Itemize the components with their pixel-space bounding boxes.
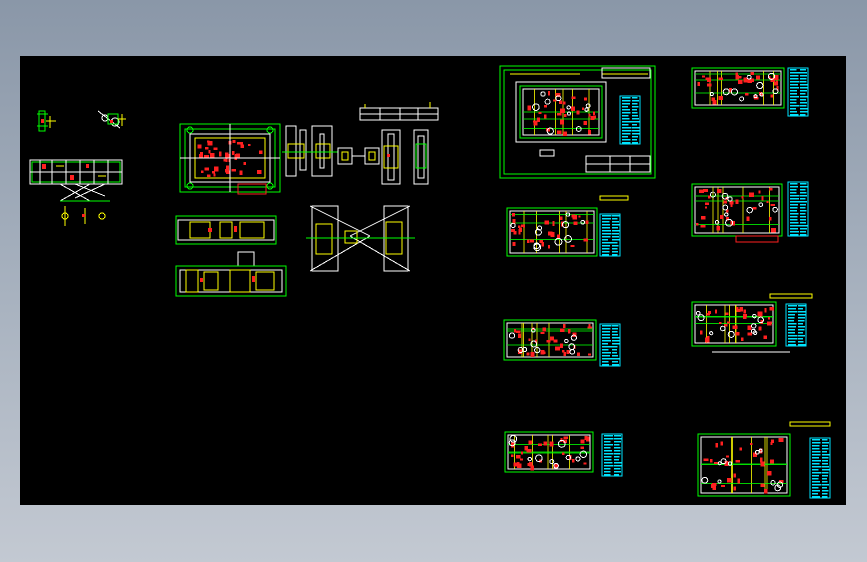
framed-sheet <box>499 65 656 179</box>
plate-layout-2-legend <box>599 213 621 257</box>
plate-layout-2 <box>506 207 598 257</box>
plate-layout-4-legend <box>601 433 623 477</box>
cad-viewport[interactable] <box>20 56 846 505</box>
fixture-section-x <box>306 205 415 272</box>
plate-layout-4 <box>504 431 594 473</box>
mold-section-views <box>175 215 287 297</box>
left-parts-table <box>29 159 123 226</box>
drawing-canvas[interactable] <box>20 56 846 505</box>
mold-side-sections <box>282 125 338 177</box>
small-title-block <box>359 102 439 121</box>
plate-layout-8 <box>697 433 791 497</box>
plate-layout-3 <box>503 319 597 361</box>
plate-layout-5-legend <box>787 67 809 117</box>
plate-layout-6-legend <box>787 181 809 237</box>
plate-layout-8-legend <box>809 437 831 499</box>
plate-layout-6 <box>691 183 783 237</box>
small-part-details <box>37 110 126 132</box>
plate-layout-5 <box>691 67 785 109</box>
framed-sheet-legend <box>619 95 641 145</box>
mold-assembly-plan <box>179 123 281 195</box>
framed-sheet-plate <box>519 85 603 139</box>
plate-layouts <box>503 67 831 499</box>
plate-layout-3-legend <box>599 323 621 367</box>
plate-layout-7 <box>691 301 777 347</box>
plate-layout-7-legend <box>785 303 807 347</box>
fixture-details-top <box>337 129 429 185</box>
